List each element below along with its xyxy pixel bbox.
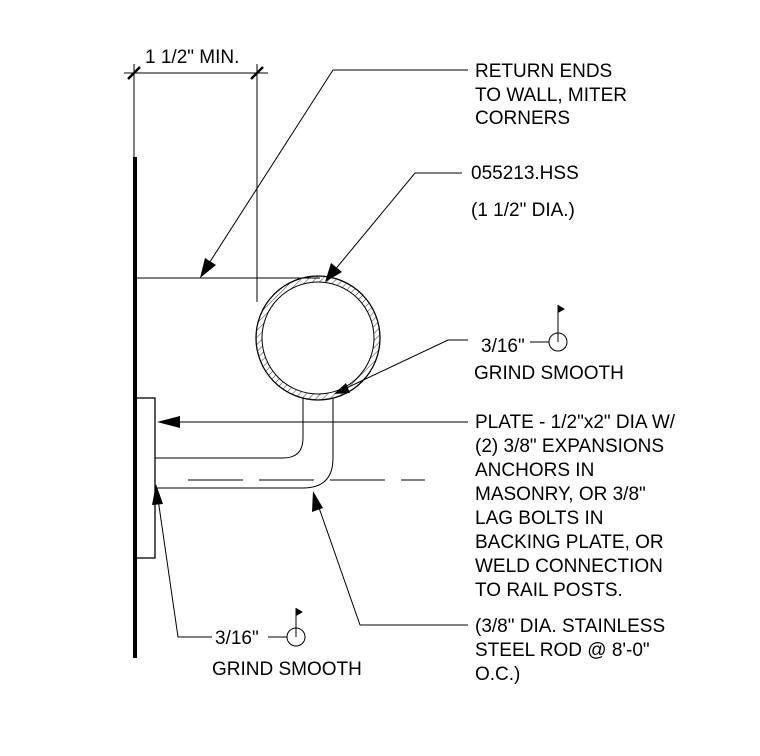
hss-spec: 055213.HSS xyxy=(471,163,579,184)
dimension-label: 1 1/2" MIN. xyxy=(145,47,239,68)
leader-hss xyxy=(325,172,462,282)
plate-line-5: LAG BOLTS IN xyxy=(475,508,603,529)
return-ends-line-1: RETURN ENDS xyxy=(475,61,612,82)
rod-line-3: O.C.) xyxy=(475,664,520,685)
plate-line-7: WELD CONNECTION xyxy=(475,556,663,577)
rod-line-2: STEEL ROD @ 8'-0" xyxy=(475,640,650,661)
wall-plate xyxy=(134,397,156,559)
weld-bottom-note: GRIND SMOOTH xyxy=(212,659,362,680)
plate-line-2: (2) 3/8" EXPANSIONS xyxy=(475,436,664,457)
weld-bottom-size: 3/16" xyxy=(215,628,259,649)
plate-line-6: BACKING PLATE, OR xyxy=(475,532,664,553)
weld-top-note: GRIND SMOOTH xyxy=(474,363,624,384)
return-ends-line-3: CORNERS xyxy=(475,108,570,129)
return-ends-line-2: TO WALL, MITER xyxy=(475,85,627,106)
leader-rod xyxy=(312,491,468,626)
leader-weld-top xyxy=(334,305,568,394)
plate-line-8: TO RAIL POSTS. xyxy=(475,580,623,601)
plate-line-1: PLATE - 1/2"x2" DIA W/ xyxy=(475,412,676,433)
leader-plate xyxy=(157,416,468,428)
rod-line-1: (3/8" DIA. STAINLESS xyxy=(475,616,665,637)
hss-rail xyxy=(135,275,381,401)
weld-top-size: 3/16" xyxy=(481,336,525,357)
plate-line-3: ANCHORS IN xyxy=(475,460,594,481)
plate-line-4: MASONRY, OR 3/8" xyxy=(475,484,646,505)
bracket-rod xyxy=(155,398,425,489)
dimension-group: 1 1/2" MIN. xyxy=(124,47,268,302)
hss-dia: (1 1/2" DIA.) xyxy=(471,200,575,221)
leader-weld-bottom xyxy=(152,484,306,647)
leader-return-ends xyxy=(200,69,468,278)
